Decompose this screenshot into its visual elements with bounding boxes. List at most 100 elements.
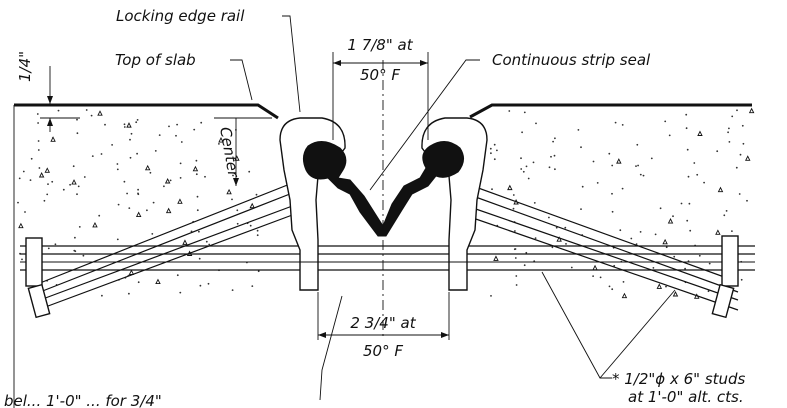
aggregate-mark <box>667 218 674 224</box>
aggregate-dot <box>198 230 200 233</box>
aggregate-dot <box>218 143 220 145</box>
aggregate-dot <box>123 180 126 183</box>
aggregate-dot <box>54 243 57 246</box>
aggregate-dot <box>196 209 199 212</box>
aggregate-dot <box>639 231 642 233</box>
aggregate-dot <box>490 152 492 155</box>
aggregate-mark <box>165 207 172 214</box>
aggregate-dot <box>37 122 39 124</box>
aggregate-dot <box>37 149 40 151</box>
aggregate-dot <box>527 177 530 180</box>
cut-off-note: bel... 1'-0" ... for 3/4" <box>4 392 162 408</box>
right-end-plate <box>711 235 739 319</box>
aggregate-dot <box>72 165 75 168</box>
aggregate-dot <box>74 236 76 239</box>
aggregate-mark <box>616 158 622 164</box>
aggregate-dot <box>689 229 692 232</box>
aggregate-dot <box>608 285 611 288</box>
aggregate-dot <box>523 111 526 114</box>
aggregate-dot <box>570 266 573 269</box>
aggregate-dot <box>116 163 119 165</box>
aggregate-dot <box>231 289 234 291</box>
aggregate-dot <box>126 192 128 195</box>
aggregate-dot <box>515 284 518 286</box>
aggregate-dot <box>493 143 496 146</box>
continuous-strip-seal <box>302 141 464 237</box>
aggregate-dot <box>673 255 676 258</box>
aggregate-mark <box>126 122 132 128</box>
aggregate-dot <box>21 258 23 261</box>
aggregate-dot <box>179 162 182 165</box>
aggregate-mark <box>662 238 668 245</box>
aggregate-dot <box>581 185 584 188</box>
bottom-gap-dimension <box>317 292 450 340</box>
aggregate-dot <box>232 174 234 177</box>
aggregate-mark <box>656 283 663 289</box>
aggregate-dot <box>550 155 552 158</box>
aggregate-dot <box>521 131 523 134</box>
aggregate-dot <box>680 202 683 205</box>
top-gap-temperature: 50° F <box>360 66 400 84</box>
bottom-gap-value: 2 3/4" at <box>350 314 416 332</box>
aggregate-dot <box>135 121 138 124</box>
aggregate-dot <box>51 137 54 139</box>
aggregate-dot <box>738 193 741 195</box>
aggregate-dot <box>123 126 126 128</box>
aggregate-dot <box>698 254 701 257</box>
studs-label-line-2: at 1'-0" alt. cts. <box>628 388 744 406</box>
aggregate-dot <box>665 246 668 249</box>
aggregate-dot <box>128 207 131 210</box>
aggregate-dot <box>596 182 599 184</box>
aggregate-dot <box>90 114 93 117</box>
aggregate-dot <box>665 285 667 288</box>
aggregate-dot <box>137 188 140 191</box>
aggregate-mark <box>249 202 255 209</box>
aggregate-dot <box>257 270 260 273</box>
aggregate-dot <box>555 226 558 229</box>
continuous-strip-seal-label: Continuous strip seal <box>492 51 651 69</box>
left-anchor-studs <box>39 181 296 310</box>
aggregate-mark <box>672 291 679 297</box>
aggregate-mark <box>50 136 56 142</box>
aggregate-dot <box>179 177 182 179</box>
aggregate-dot <box>723 214 726 217</box>
aggregate-dot <box>739 153 742 156</box>
aggregate-dot <box>650 157 653 160</box>
aggregate-dot <box>46 193 49 196</box>
aggregate-dot <box>18 177 21 180</box>
aggregate-dot <box>136 152 139 155</box>
aggregate-dot <box>200 121 203 124</box>
aggregate-dot <box>22 170 25 173</box>
aggregate-dot <box>548 216 550 219</box>
aggregate-mark <box>748 107 755 114</box>
aggregate-mark <box>745 155 751 161</box>
aggregate-mark <box>556 236 562 242</box>
aggregate-dot <box>146 209 148 212</box>
studs-label-line-1: * 1/2"ϕ x 6" studs <box>612 370 746 388</box>
aggregate-dot <box>688 202 691 205</box>
aggregate-dot <box>741 124 744 127</box>
aggregate-dot <box>642 174 645 177</box>
aggregate-dot <box>635 165 637 168</box>
aggregate-dot <box>496 149 498 152</box>
aggregate-mark <box>715 229 721 235</box>
aggregate-mark <box>71 179 77 185</box>
aggregate-dot <box>515 275 518 277</box>
aggregate-dot <box>514 248 517 250</box>
aggregate-dot <box>129 138 131 141</box>
aggregate-dot <box>249 224 252 227</box>
aggregate-dot <box>703 181 705 184</box>
aggregate-dot <box>168 125 170 128</box>
aggregate-dot <box>169 179 172 182</box>
aggregate-dot <box>611 288 614 291</box>
aggregate-dot <box>116 238 119 241</box>
aggregate-dot <box>130 132 133 135</box>
aggregate-dot <box>520 168 523 170</box>
aggregate-dot <box>548 166 551 169</box>
aggregate-dot <box>735 166 738 169</box>
aggregate-dot <box>742 142 745 145</box>
aggregate-dot <box>83 176 86 178</box>
aggregate-dot <box>37 140 40 142</box>
aggregate-dot <box>73 249 76 252</box>
aggregate-dot <box>685 127 688 130</box>
